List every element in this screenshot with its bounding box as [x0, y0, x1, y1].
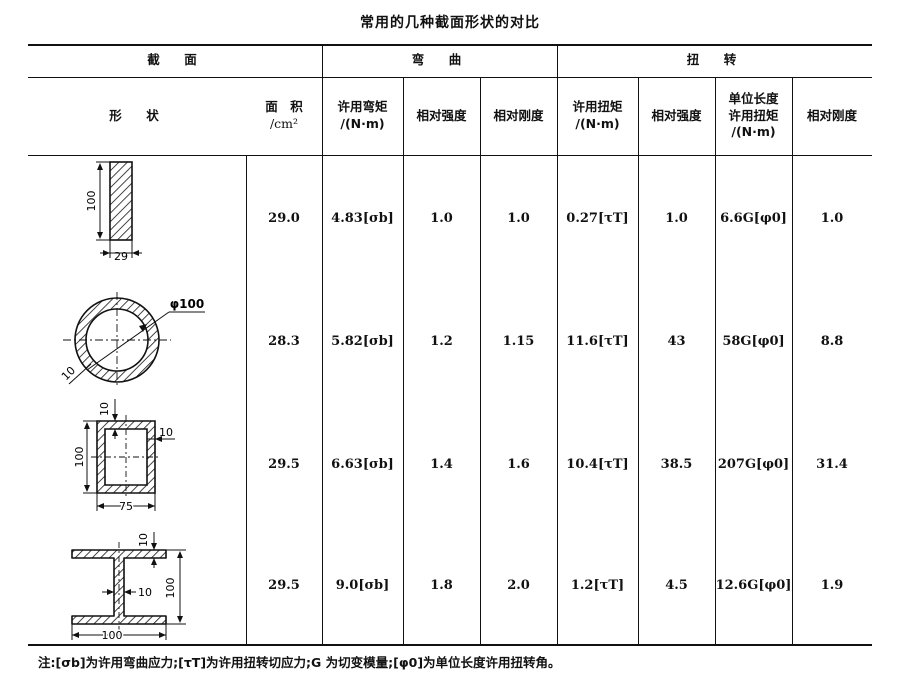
header-allow-torque: 许用扭矩 /(N·m): [557, 77, 638, 155]
header-torsion-text: 扭 转: [686, 52, 743, 68]
row3-torsion-strength: 38.5: [660, 457, 693, 473]
row3-bend-moment: 6.63[σb]: [331, 457, 394, 473]
row3-torsion-stiffness: 31.4: [816, 457, 848, 473]
row4-torsion-stiffness: 1.9: [820, 578, 844, 594]
header-allow-torque-unit: /(N·m): [575, 116, 620, 131]
i-beam-width-label: 100: [102, 629, 123, 642]
col-divider: [715, 77, 716, 644]
table-bottom-rule: [28, 644, 872, 646]
row3-bend-strength: 1.4: [430, 457, 453, 473]
solid-rectangle-section: [109, 161, 133, 241]
header-rel-strength-torsion: 相对强度: [651, 107, 702, 123]
col-divider: [792, 77, 793, 644]
row1-area: 29.0: [268, 211, 300, 227]
row2-bend-stiffness: 1.15: [502, 334, 535, 350]
header-shape-text: 形 状: [109, 107, 165, 123]
header-mid-rule: [28, 77, 872, 78]
col-divider: [322, 44, 323, 644]
col-divider: [403, 77, 404, 644]
solid-rectangle-drawing: 100 29: [80, 158, 170, 263]
solid-rect-width-label: 29: [114, 250, 128, 263]
hollow-rect-side-wall-label: 10: [159, 426, 173, 439]
header-bending-text: 弯 曲: [411, 52, 468, 68]
header-torsion: 扭 转: [557, 44, 872, 77]
row4-area: 29.5: [268, 578, 300, 594]
col-divider: [638, 77, 639, 644]
row4-bend-strength: 1.8: [430, 578, 453, 594]
header-unit-length-torque-line2: 许用扭矩: [728, 107, 779, 123]
header-shape: 形 状: [28, 77, 246, 155]
header-rel-strength-bending: 相对强度: [416, 107, 467, 123]
hollow-rect-width-label: 75: [119, 500, 133, 513]
header-rel-stiffness-bending: 相对刚度: [493, 107, 544, 123]
hollow-rect-top-wall-label: 10: [98, 402, 111, 416]
row3-torque: 10.4[τT]: [566, 457, 629, 473]
header-area: 面 积 /cm²: [246, 77, 322, 155]
row1-torsion-strength: 1.0: [665, 211, 688, 227]
row1-torque: 0.27[τT]: [566, 211, 629, 227]
solid-rect-height-label: 100: [85, 191, 98, 212]
header-allow-bend-moment-text: 许用弯矩: [337, 99, 388, 115]
table-top-rule: [28, 44, 872, 46]
row2-unit-torque: 58G[φ0]: [722, 334, 785, 350]
header-area-text: 面 积: [265, 99, 303, 115]
i-beam-web-label: 10: [138, 586, 152, 599]
hollow-circle-wall-label: 10: [59, 364, 78, 383]
header-unit-length-torque-unit: /(N·m): [731, 124, 776, 140]
table-title: 常用的几种截面形状的对比: [360, 15, 540, 31]
row2-bend-strength: 1.2: [430, 334, 453, 350]
row1-bend-moment: 4.83[σb]: [331, 211, 394, 227]
row1-bend-stiffness: 1.0: [507, 211, 530, 227]
row4-bend-moment: 9.0[σb]: [335, 578, 390, 594]
col-divider: [480, 77, 481, 644]
i-beam-height-label: 100: [164, 578, 177, 599]
col-divider: [246, 155, 247, 644]
header-allow-torque-text: 许用扭矩: [572, 99, 623, 115]
row2-torsion-strength: 43: [667, 334, 686, 350]
i-beam-drawing: 10 10 100 100: [62, 528, 197, 643]
header-rel-stiffness-torsion: 相对刚度: [806, 107, 857, 123]
row4-torsion-strength: 4.5: [665, 578, 688, 594]
row2-torsion-stiffness: 8.8: [820, 334, 844, 350]
table-footnote: 注:[σb]为许用弯曲应力;[τT]为许用扭转切应力;G 为切变模量;[φ0]为…: [38, 655, 561, 670]
row1-bend-strength: 1.0: [430, 211, 453, 227]
row3-bend-stiffness: 1.6: [507, 457, 530, 473]
row4-bend-stiffness: 2.0: [507, 578, 530, 594]
header-unit-length-torque-line1: 单位长度: [728, 90, 779, 106]
row3-area: 29.5: [268, 457, 300, 473]
row2-area: 28.3: [268, 334, 300, 350]
col-divider: [557, 44, 558, 644]
header-bottom-rule: [28, 155, 872, 156]
hollow-circle-drawing: φ100 10: [55, 288, 215, 398]
i-beam-flange-label: 10: [137, 533, 150, 547]
hollow-rect-height-label: 100: [75, 447, 86, 468]
row2-bend-moment: 5.82[σb]: [331, 334, 394, 350]
row1-unit-torque: 6.6G[φ0]: [720, 211, 787, 227]
header-allow-bend-moment: 许用弯矩 /(N·m): [322, 77, 403, 155]
header-bending: 弯 曲: [322, 44, 557, 77]
header-area-unit: /cm²: [269, 116, 299, 131]
hollow-circle-diameter-label: φ100: [170, 297, 204, 311]
row4-unit-torque: 12.6G[φ0]: [715, 578, 792, 594]
header-unit-length-torque: 单位长度 许用扭矩 /(N·m): [715, 77, 792, 155]
header-section: 截 面: [28, 44, 322, 77]
row2-torque: 11.6[τT]: [566, 334, 629, 350]
header-section-text: 截 面: [147, 52, 203, 68]
row1-torsion-stiffness: 1.0: [820, 211, 844, 227]
header-allow-bend-moment-unit: /(N·m): [340, 116, 385, 131]
row4-torque: 1.2[τT]: [570, 578, 625, 594]
row3-unit-torque: 207G[φ0]: [717, 457, 790, 473]
hollow-rectangle-drawing: 10 10 100 75: [75, 395, 195, 520]
